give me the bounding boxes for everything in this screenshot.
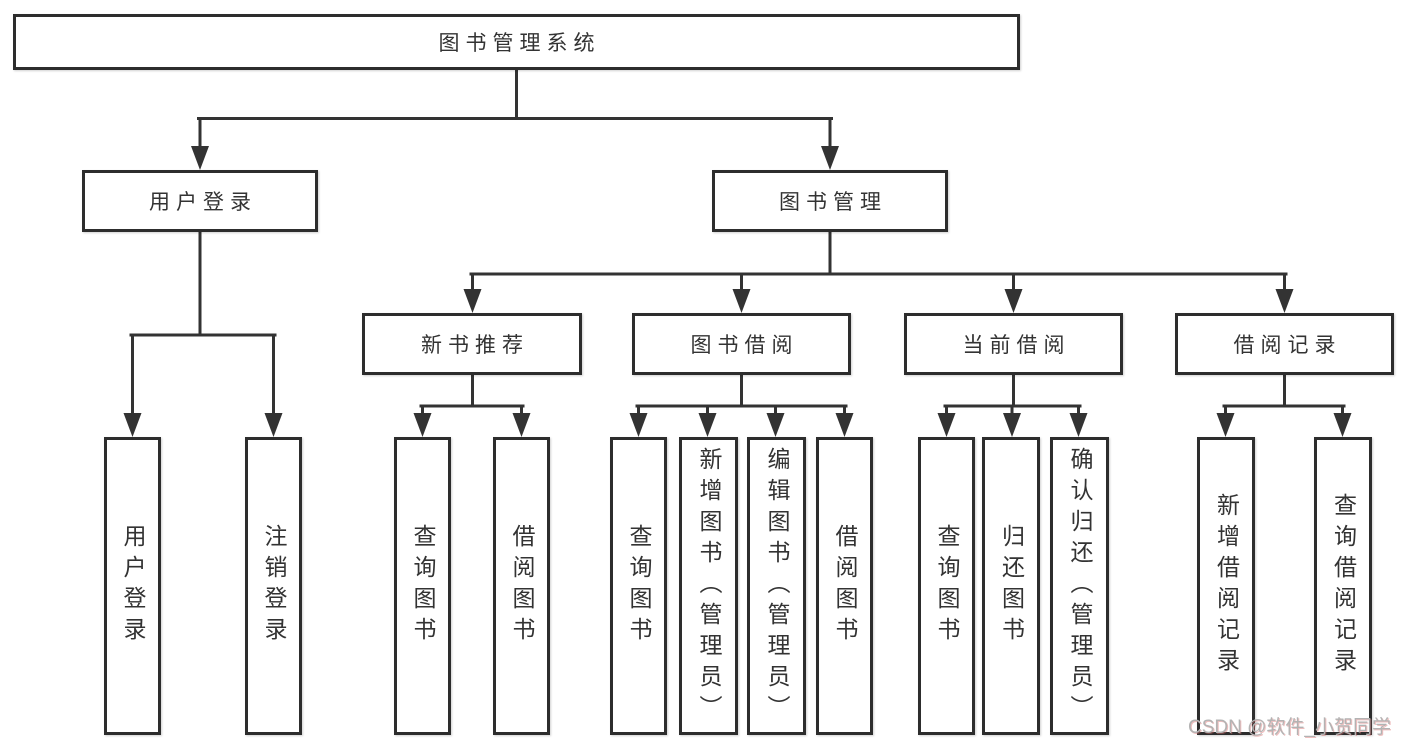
arrowheads-level3 [463,289,1294,313]
node-book-management: 图书管理 [712,170,948,232]
leaf-add-books-admin: 新增图书（管理员） [679,437,738,735]
node-label: 用户登录 [149,191,257,214]
node-label: 当前借阅 [962,334,1071,357]
connector-book-management [469,230,1288,295]
arrowheads-level2 [191,146,839,170]
leaf-user-login: 用户登录 [104,437,161,735]
node-label: 图书管理 [779,191,887,214]
connector-new-book-recommendation [419,373,525,419]
csdn-watermark: CSDN @软件_小贺同学 [1188,717,1391,738]
leaf-borrow-books-recommend: 借阅图书 [493,437,550,735]
node-borrowing-records: 借阅记录 [1175,313,1394,375]
connector-root [197,68,833,152]
leaf-confirm-return-admin: 确认归还（管理员） [1050,437,1109,735]
leaf-add-borrow-record: 新增借阅记录 [1197,437,1255,735]
connector-current-borrowing [943,373,1082,419]
leaf-logout: 注销登录 [245,437,302,735]
node-label: 借阅记录 [1233,334,1342,357]
arrowheads-leaves [123,413,1352,437]
leaf-query-books-borrowing: 查询图书 [610,437,667,735]
leaf-query-books-recommend: 查询图书 [394,437,451,735]
leaf-return-books: 归还图书 [982,437,1040,735]
node-book-borrowing: 图书借阅 [632,313,851,375]
leaf-query-borrow-record: 查询借阅记录 [1314,437,1372,735]
node-label: 图书管理系统 [438,32,601,55]
leaf-edit-books-admin: 编辑图书（管理员） [747,437,806,735]
node-current-borrowing: 当前借阅 [904,313,1123,375]
node-library-management-system: 图书管理系统 [13,14,1020,70]
leaf-borrow-books: 借阅图书 [816,437,873,735]
node-label: 新书推荐 [421,334,529,357]
node-new-book-recommendation: 新书推荐 [362,313,582,375]
leaf-query-books-current: 查询图书 [918,437,975,735]
connector-book-borrowing [635,373,848,419]
connector-user-login [129,230,277,419]
node-label: 图书借阅 [690,334,799,357]
connector-borrowing-records [1222,373,1346,419]
node-user-login: 用户登录 [82,170,318,232]
